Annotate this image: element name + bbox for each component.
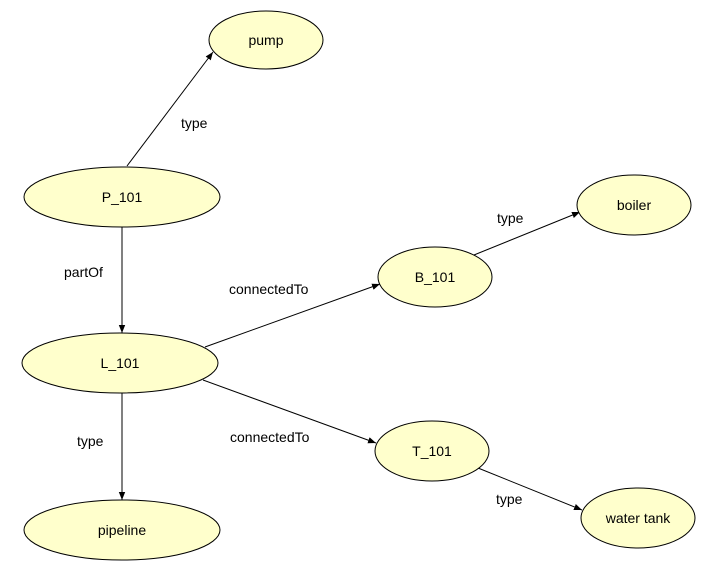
- node-water-tank[interactable]: water tank: [580, 487, 696, 549]
- node-t101[interactable]: T_101: [374, 420, 490, 482]
- node-p101-shape: [23, 166, 221, 228]
- edge-p101-pump: [126, 51, 214, 167]
- edge-label-type-pump: type: [181, 115, 208, 131]
- node-t101-shape: [374, 420, 490, 482]
- edge-b101-boiler: [473, 211, 581, 256]
- node-b101-shape: [377, 246, 493, 308]
- edge-label-type-pipeline: type: [77, 433, 104, 449]
- node-p101[interactable]: P_101: [23, 166, 221, 228]
- node-b101-label: B_101: [415, 269, 456, 285]
- node-boiler-shape: [576, 174, 692, 236]
- node-pipeline-label: pipeline: [98, 522, 146, 538]
- node-l101[interactable]: L_101: [21, 332, 219, 394]
- edge-label-type-boiler: type: [497, 210, 524, 226]
- edge-l101-t101: [202, 379, 377, 444]
- node-boiler[interactable]: boiler: [576, 174, 692, 236]
- edge-t101-water-tank: [477, 467, 583, 511]
- edge-labels: type partOf type connectedTo type connec…: [64, 115, 524, 507]
- node-pump-label: pump: [248, 32, 283, 48]
- node-water-tank-shape: [580, 487, 696, 549]
- edge-label-type-water-tank: type: [496, 491, 523, 507]
- edges: [118, 51, 583, 511]
- node-t101-label: T_101: [412, 443, 452, 459]
- edge-label-connectedto-b101: connectedTo: [229, 281, 309, 297]
- node-pump[interactable]: pump: [208, 10, 324, 70]
- edge-label-partof: partOf: [64, 264, 103, 280]
- node-pump-shape: [208, 10, 324, 70]
- node-l101-shape: [21, 332, 219, 394]
- node-boiler-label: boiler: [617, 197, 652, 213]
- node-pipeline-shape: [23, 499, 221, 561]
- edge-label-connectedto-t101: connectedTo: [230, 429, 310, 445]
- node-l101-label: L_101: [101, 355, 140, 371]
- node-p101-label: P_101: [102, 189, 143, 205]
- node-water-tank-label: water tank: [605, 510, 672, 526]
- node-b101[interactable]: B_101: [377, 246, 493, 308]
- edge-l101-b101: [204, 283, 381, 348]
- node-pipeline[interactable]: pipeline: [23, 499, 221, 561]
